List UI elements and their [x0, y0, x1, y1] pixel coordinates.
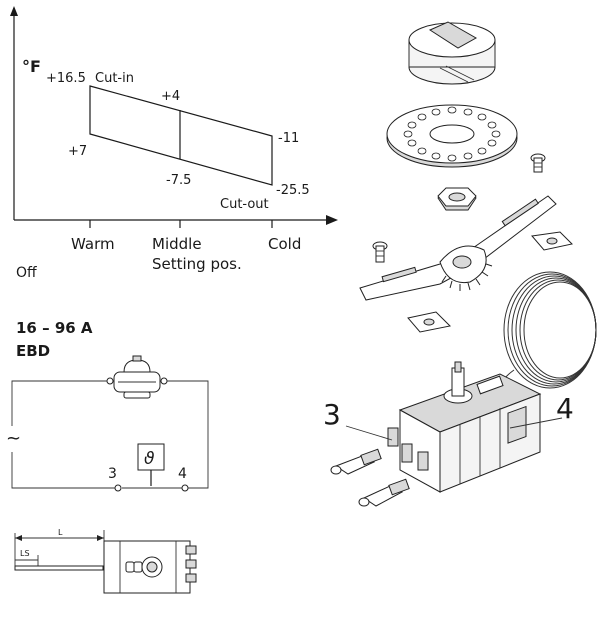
unit-label: °F	[22, 57, 41, 76]
exploded-terminal-3: 3	[323, 398, 341, 431]
cut-in-label: Cut-in	[95, 71, 134, 86]
x-axis-arrow	[326, 215, 338, 225]
wire-left	[11, 380, 118, 489]
warm-bottom-value: +7	[68, 144, 87, 159]
temperature-chart: °F +16.5 Cut-in +7 +4 -7.5 -11 -25.5 Cut…	[10, 6, 338, 281]
compressor-terminal-left	[106, 377, 114, 385]
spade-connector-lower	[358, 478, 410, 507]
setting-band	[89, 85, 273, 186]
terminal-3-dot	[114, 484, 122, 492]
off-label: Off	[16, 265, 37, 281]
mounting-bracket	[359, 195, 557, 301]
wiring-diagram: ~ ϑ 3 4	[6, 355, 209, 492]
wiring-terminal-3: 3	[108, 466, 117, 482]
leader-line-4	[509, 417, 563, 429]
rating-code: EBD	[16, 342, 50, 360]
probe-tube	[14, 565, 104, 571]
control-knob	[408, 21, 496, 85]
capillary-coil	[495, 271, 597, 393]
hex-nut	[437, 187, 477, 211]
index-plate	[386, 104, 518, 168]
screw-left	[372, 241, 388, 263]
x-tick-cold: Cold	[268, 235, 301, 253]
dimension-l-label: L	[58, 528, 63, 537]
dimension-drawing: L LS	[14, 528, 197, 594]
x-tick-middle: Middle	[152, 235, 202, 253]
middle-bottom-value: -7.5	[166, 173, 191, 188]
middle-top-value: +4	[161, 89, 180, 104]
ac-gap	[8, 426, 16, 452]
clip-left	[407, 311, 452, 333]
x-sub-label: Setting pos.	[152, 255, 242, 273]
cold-bottom-value: -25.5	[276, 183, 310, 198]
ac-symbol: ~	[6, 428, 21, 449]
spade-connector-upper	[330, 448, 382, 475]
leader-line-3	[345, 425, 393, 441]
compressor-terminal-right	[160, 377, 168, 385]
warm-top-value: +16.5	[46, 71, 86, 86]
cold-top-value: -11	[278, 131, 299, 146]
exploded-assembly: 3 4	[323, 21, 597, 507]
rating-current: 16 – 96 A	[16, 319, 93, 337]
thermo-symbol: ϑ	[144, 449, 155, 469]
wire-right	[164, 380, 209, 489]
wiring-terminal-4: 4	[178, 466, 187, 482]
x-tick-warm: Warm	[71, 235, 115, 253]
thermostat-body	[387, 361, 542, 493]
clip-right	[531, 231, 574, 251]
compressor-icon	[113, 355, 161, 399]
y-axis-arrow	[10, 6, 18, 16]
exploded-terminal-4: 4	[556, 392, 574, 425]
screw-right	[530, 153, 546, 173]
cut-out-label: Cut-out	[220, 197, 269, 212]
terminal-4-dot	[181, 484, 189, 492]
dimension-ls-label: LS	[20, 549, 30, 558]
